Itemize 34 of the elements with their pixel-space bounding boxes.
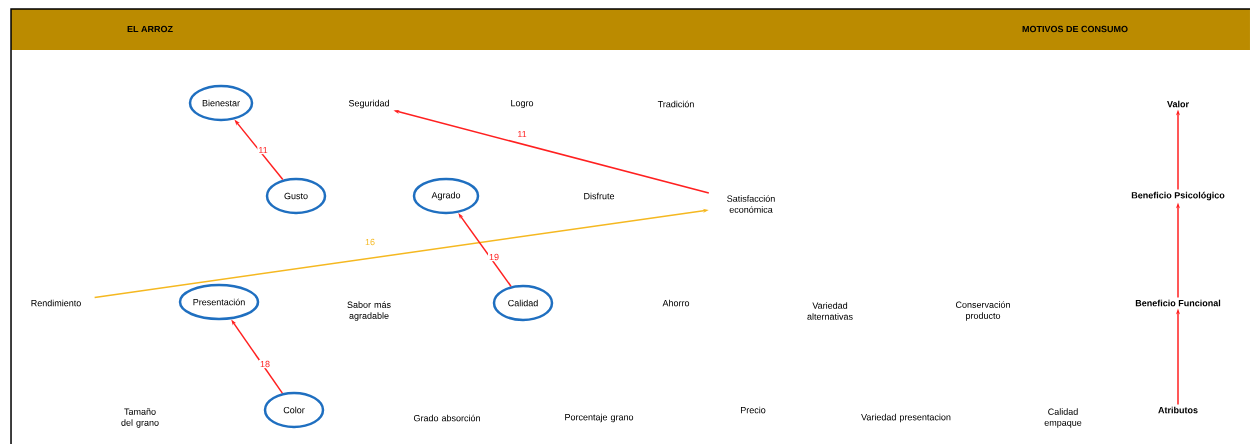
circled-concept: Calidad	[492, 284, 554, 322]
level-label: Beneficio Funcional	[1135, 299, 1221, 307]
circled-concept: Agrado	[412, 177, 480, 215]
concept-label: Tamaño del grano	[121, 408, 159, 428]
circled-concept: Gusto	[265, 177, 327, 215]
edge-label: 16	[364, 237, 376, 247]
circled-concept: Color	[263, 391, 325, 429]
concept-label: Calidad empaque	[1044, 408, 1082, 428]
edge-label: 19	[488, 252, 500, 262]
edge-label: 18	[259, 359, 271, 369]
concept-label: Seguridad	[348, 99, 389, 109]
circled-concept: Presentación	[178, 283, 260, 321]
concept-label: Variedad presentacion	[861, 413, 951, 423]
edge-label: 11	[516, 129, 528, 139]
concept-label: Precio	[741, 406, 766, 414]
concept-label: Conservación producto	[955, 301, 1010, 321]
concept-label: Rendimiento	[31, 299, 81, 307]
concept-label: Logro	[511, 99, 534, 109]
level-label: Atributos	[1158, 406, 1198, 414]
column-heading: EL ARROZ	[127, 25, 173, 33]
arrow	[458, 213, 512, 287]
level-label: Beneficio Psicológico	[1131, 191, 1225, 201]
concept-label: Disfrute	[584, 192, 615, 200]
concept-label: Ahorro	[662, 299, 690, 307]
concept-label: Satisfacción económica	[727, 195, 775, 213]
concept-label: Porcentaje grano	[565, 413, 634, 423]
concept-label: Sabor más agradable	[347, 301, 391, 321]
concept-label: Variedad alternativas	[807, 302, 853, 320]
circled-concept: Bienestar	[188, 84, 254, 122]
concept-label: Grado absorción	[413, 414, 480, 422]
column-heading: MOTIVOS DE CONSUMO	[1022, 25, 1128, 33]
level-label: Valor	[1167, 100, 1189, 108]
concept-label: Tradición	[657, 100, 694, 108]
edge-label: 11	[257, 145, 269, 155]
